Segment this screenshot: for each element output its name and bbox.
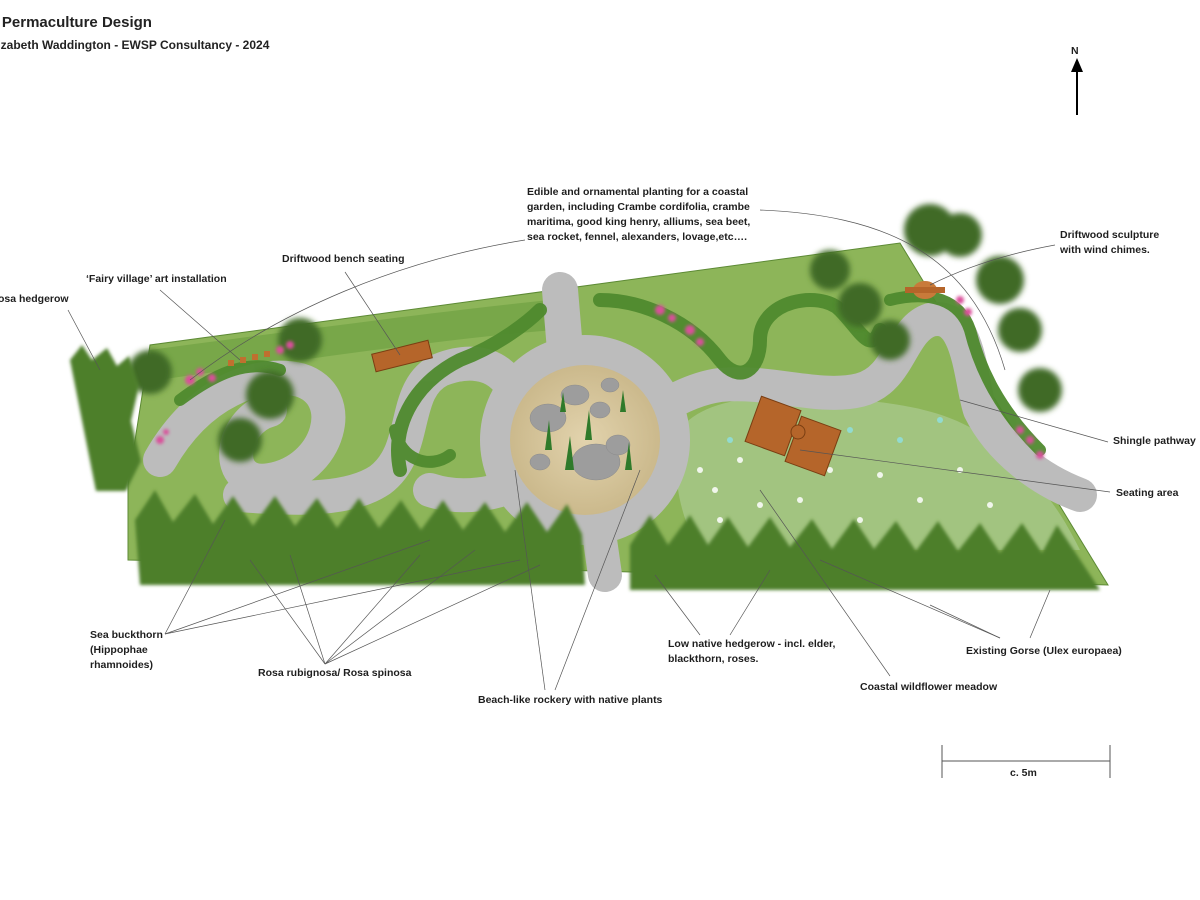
label-sea-buckthorn: Sea buckthorn (Hippophae rhamnoides) [90,628,163,673]
meadow-flowers [697,457,993,523]
label-coastal-meadow: Coastal wildflower meadow [860,681,998,693]
label-low-hedgerow-line-1: Low native hedgerow - incl. elder, [668,638,836,650]
left-hedgerow [70,345,141,491]
label-edible-line-3: maritima, good king henry, alliums, sea … [527,216,751,228]
rockery-plants [545,390,632,470]
label-rosa-hedgerow: osa hedgerow [0,293,69,305]
label-sculpture-line-2: with wind chimes. [1060,244,1150,256]
driftwood-sculpture [905,281,945,299]
page-title: P Permaculture Design [0,14,152,31]
tree-canopies [128,204,1062,462]
bottom-hedgerow [135,490,1100,590]
label-edible-line-2: garden, including Crambe cordifolia, cra… [527,201,750,213]
page-subtitle: lizabeth Waddington - EWSP Consultancy -… [0,38,270,52]
label-buckthorn-line-2: (Hippophae [90,644,148,656]
north-label: N [1071,45,1079,57]
hedge-border-top [150,300,555,380]
label-driftwood-sculpture: Driftwood sculpture with wind chimes. [1060,228,1159,258]
label-beach-rockery: Beach-like rockery with native plants [478,694,663,706]
driftwood-bench [371,339,433,373]
label-edible-line-1: Edible and ornamental planting for a coa… [527,186,749,198]
label-edible-planting: Edible and ornamental planting for a coa… [527,185,750,245]
scale-bar [941,745,1111,778]
label-sculpture-line-1: Driftwood sculpture [1060,229,1160,241]
label-low-hedgerow: Low native hedgerow - incl. elder, black… [668,637,835,667]
label-low-hedgerow-line-2: blackthorn, roses. [668,653,759,665]
label-fairy-village: ‘Fairy village’ art installation [86,273,227,285]
fairy-village [228,351,270,366]
label-existing-gorse: Existing Gorse (Ulex europaea) [966,645,1122,657]
label-shingle-pathway: Shingle pathway [1113,435,1196,447]
label-rosa-rubignosa: Rosa rubignosa/ Rosa spinosa [258,667,412,679]
label-buckthorn-line-3: rhamnoides) [90,659,154,671]
label-seating-area: Seating area [1116,487,1179,499]
label-buckthorn-line-1: Sea buckthorn [90,629,163,641]
north-arrow [1071,58,1083,115]
scale-label: c. 5m [1010,767,1037,779]
leader-lines [67,209,1111,691]
seating-area-tables [744,395,842,477]
label-driftwood-bench: Driftwood bench seating [282,253,405,265]
label-edible-line-4: sea rocket, fennel, alexanders, lovage,e… [527,231,748,243]
